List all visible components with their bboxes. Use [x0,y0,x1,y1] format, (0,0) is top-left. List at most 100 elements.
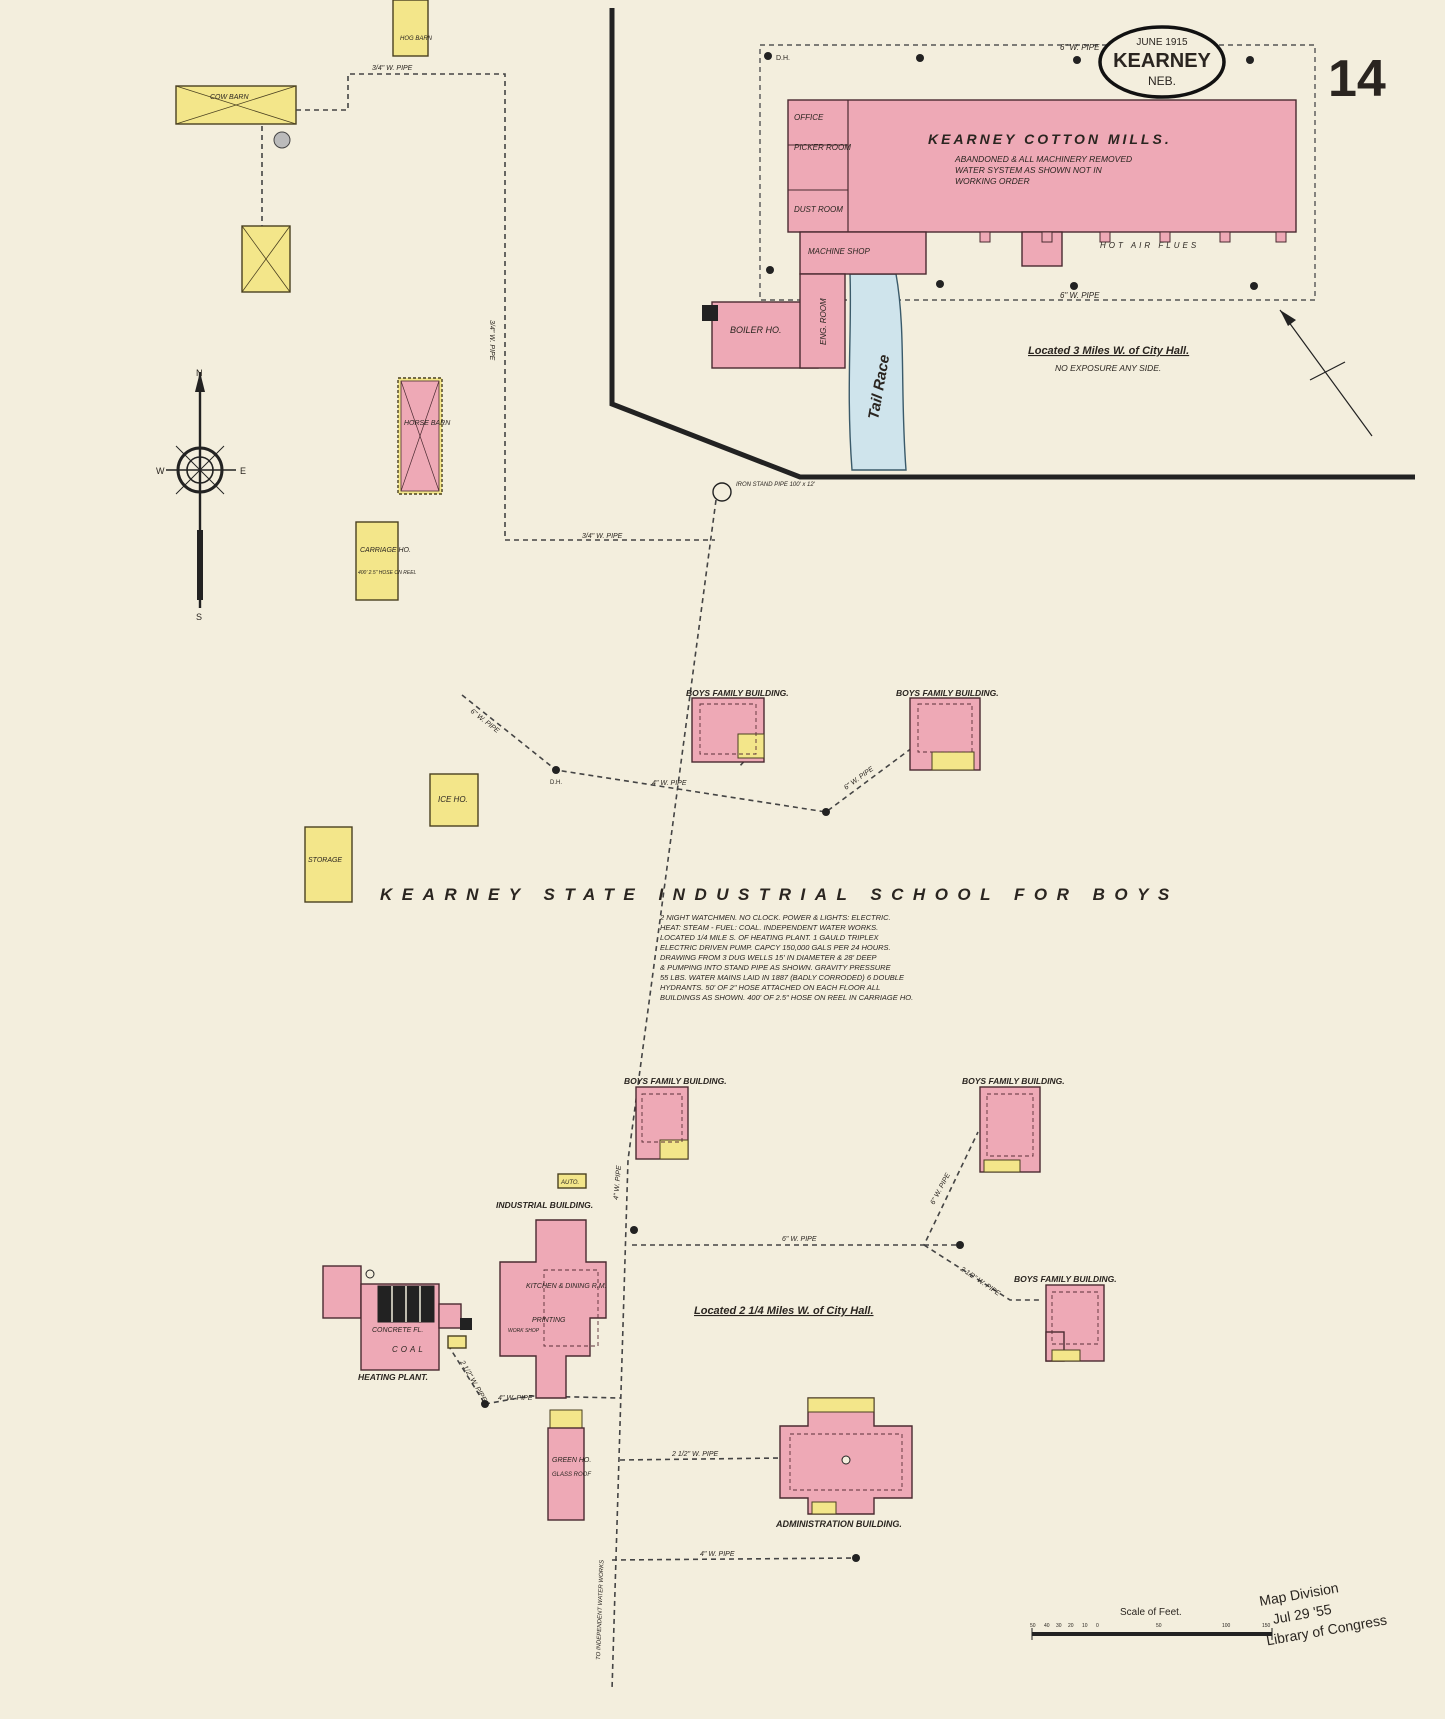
school-water-mains: IRON STAND PIPE 100' x 12' 4" W. PIPE TO… [447,482,1040,1691]
farm-water-pipe [296,73,715,541]
machine-shop [799,231,927,275]
mill-hydrants [764,52,1258,290]
svg-text:150: 150 [1262,1623,1271,1629]
pipe-2half-label-admin: 2 1/2" W. PIPE [671,1451,719,1458]
farm-area: HOG BARN COW BARN HORSE BARN CARRIAGE HO… [175,0,715,903]
work-shop-label: WORK SHOP [508,1328,540,1334]
south-pipe [611,1557,857,1561]
smoke-stack-icon [460,1318,472,1330]
glass-roof-label: GLASS ROOF [552,1472,591,1478]
map-city: KEARNEY [1113,50,1211,72]
sheet-number: 14 [1328,50,1386,108]
title-cartouche: JUNE 1915 KEARNEY NEB. [1098,25,1226,99]
room-dust: DUST ROOM [794,205,843,214]
hog-barn-label: HOG BARN [400,36,433,42]
admin-pipe [619,1457,781,1461]
farm-pipe-label-vertical: 3/4" W. PIPE [488,320,495,361]
engine-room [799,273,846,369]
heating-plant-label: HEATING PLANT. [358,1372,428,1382]
svg-text:BOYS FAMILY BUILDING.: BOYS FAMILY BUILDING. [686,688,789,698]
school-note: 2 NIGHT WATCHMEN. NO CLOCK. POWER & LIGH… [659,913,913,1002]
pipe-4in-label-south: 4" W. PIPE [700,1551,735,1558]
mill-note-3: WORKING ORDER [955,176,1030,186]
mill-exposure: NO EXPOSURE ANY SIDE. [1055,363,1161,373]
svg-text:& PUMPING INTO STAND PIPE AS S: & PUMPING INTO STAND PIPE AS SHOWN. GRAV… [660,963,892,972]
boys-family-building-3: BOYS FAMILY BUILDING. [624,1076,727,1160]
concrete-floor-label: CONCRETE FL. [372,1327,423,1334]
kitchen-label: KITCHEN & DINING R.M. [526,1283,607,1290]
industrial-building: INDUSTRIAL BUILDING. KITCHEN & DINING R.… [496,1173,607,1399]
pipe-4in-label-heating: 4" W. PIPE [498,1395,533,1402]
ice-house [429,773,479,827]
main-6in-pipe [611,499,717,1691]
mill-location: Located 3 Miles W. of City Hall. [1028,345,1189,357]
mill-pipe-label-bottom: 6" W. PIPE [1060,291,1100,300]
library-stamp: Map Division Jul 29 '55 Library of Congr… [1258,1579,1388,1648]
auto-garage [557,1173,587,1189]
compass-w: W [156,466,165,476]
school-location: Located 2 1/4 Miles W. of City Hall. [694,1305,874,1317]
school-title: KEARNEY STATE INDUSTRIAL SCHOOL FOR BOYS [380,885,1179,904]
green-house: GREEN HO. GLASS ROOF [547,1409,591,1521]
svg-text:100: 100 [1222,1623,1231,1629]
administration-label: ADMINISTRATION BUILDING. [775,1519,902,1529]
farm-pipe-label-bottom: 3/4" W. PIPE [582,533,623,540]
svg-text:20: 20 [1068,1623,1074,1629]
main-pipe-label: 4" W. PIPE [613,1165,623,1200]
boys-family-building-2: BOYS FAMILY BUILDING. [896,688,999,771]
svg-text:30: 30 [1056,1623,1062,1629]
svg-text:BOYS FAMILY BUILDING.: BOYS FAMILY BUILDING. [1014,1274,1117,1284]
svg-text:ELECTRIC DRIVEN PUMP. CAPCY 15: ELECTRIC DRIVEN PUMP. CAPCY 150,000 GALS… [660,943,891,952]
svg-text:2 NIGHT WATCHMEN. NO CLOCK. PO: 2 NIGHT WATCHMEN. NO CLOCK. POWER & LIGH… [659,913,891,922]
room-office: OFFICE [794,113,824,122]
mill-note-2: WATER SYSTEM AS SHOWN NOT IN [955,165,1103,175]
svg-text:HEAT: STEAM - FUEL: COAL. INDE: HEAT: STEAM - FUEL: COAL. INDEPENDENT WA… [660,923,878,932]
compass-e: E [240,466,246,476]
printing-label: PRINTING [532,1317,566,1324]
administration-building: ADMINISTRATION BUILDING. [775,1397,913,1529]
map-state: NEB. [1148,74,1176,88]
heating-plant: CONCRETE FL. COAL HEATING PLANT. [322,1265,472,1382]
stand-pipe-label: IRON STAND PIPE 100' x 12' [736,482,816,488]
svg-text:BOYS FAMILY BUILDING.: BOYS FAMILY BUILDING. [962,1076,1065,1086]
map-date: JUNE 1915 [1136,37,1188,48]
boiler-stack-icon [702,305,718,321]
svg-text:50: 50 [1030,1623,1036,1629]
room-boiler: BOILER HO. [730,325,782,335]
horse-barn-label: HORSE BARN [404,420,451,427]
heating-plant-pipe [484,1395,621,1405]
farm-pipe-label: 3/4" W. PIPE [372,65,413,72]
svg-text:BUILDINGS AS SHOWN. 400' OF 2.: BUILDINGS AS SHOWN. 400' OF 2.5" HOSE ON… [660,993,913,1002]
boys-upper-pipe [461,694,921,813]
iron-stand-pipe [712,482,732,502]
room-machine-shop: MACHINE SHOP [808,247,870,256]
pipe-2half-label-lower: 2 1/2" W. PIPE [958,1265,1001,1297]
svg-text:LOCATED 1/4 MILE S. OF HEATING: LOCATED 1/4 MILE S. OF HEATING PLANT. 1 … [660,933,880,942]
svg-text:INDUSTRIAL BUILDING.: INDUSTRIAL BUILDING. [496,1200,593,1210]
mill-note-1: ABANDONED & ALL MACHINERY REMOVED [954,154,1132,164]
svg-text:55 LBS. WATER MAINS LAID IN 18: 55 LBS. WATER MAINS LAID IN 1887 (BADLY … [660,973,905,982]
school-hydrants [481,766,964,1562]
coal-label: COAL [392,1345,426,1354]
svg-text:BOYS FAMILY BUILDING.: BOYS FAMILY BUILDING. [624,1076,727,1086]
carriage-house-label: CARRIAGE HO. [360,547,411,554]
green-house-label: GREEN HO. [552,1457,591,1464]
tail-race-water [848,273,907,471]
carriage-house-note: 400' 2.5" HOSE ON REEL [358,570,417,576]
carriage-house [355,521,399,601]
ice-house-label: ICE HO. [438,795,468,804]
pipe-6in-label-lower: 6" W. PIPE [782,1236,817,1243]
hog-barn [392,0,429,57]
svg-text:10: 10 [1082,1623,1088,1629]
pipe-6in-label-lower-up: 6" W. PIPE [930,1172,953,1206]
cotton-mills-inset: Tail Race KEARNEY COTTON MILLS. ABANDONE… [609,8,1415,480]
boys-family-building-5: BOYS FAMILY BUILDING. [1014,1274,1117,1362]
compass-s: S [196,612,202,622]
boys-family-building-1: BOYS FAMILY BUILDING. [686,688,789,763]
storage-label: STORAGE [308,857,342,864]
room-engine: ENG. ROOM [819,298,828,345]
svg-text:HYDRANTS. 50' OF 2" HOSE ATTAC: HYDRANTS. 50' OF 2" HOSE ATTACHED ON EAC… [660,983,880,992]
inset-border [609,8,1415,480]
pipe-2half-label-heating: 2 1/2" W. PIPE [458,1359,488,1404]
